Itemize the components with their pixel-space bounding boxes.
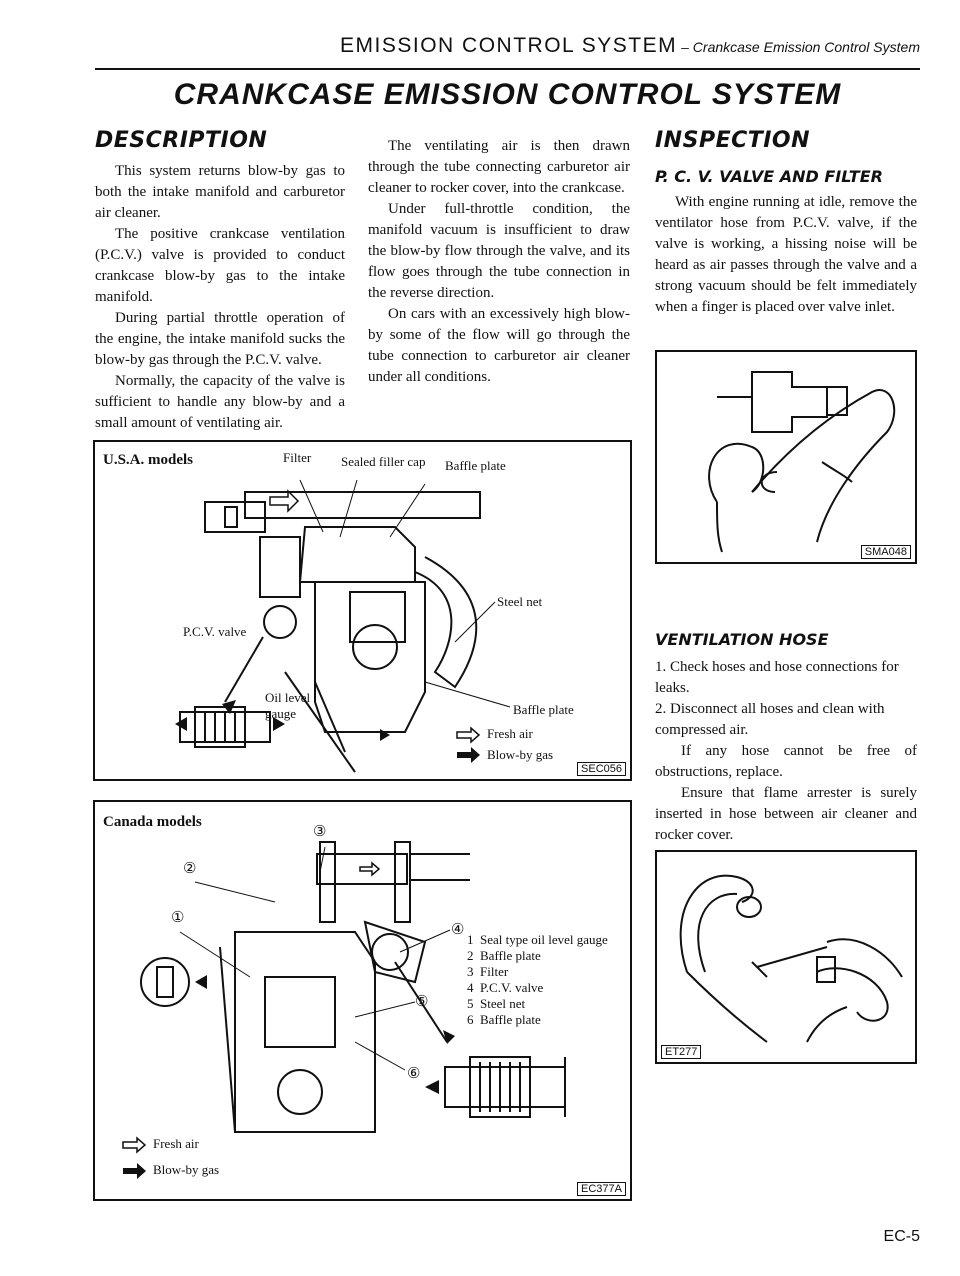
running-header: EMISSION CONTROL SYSTEM – Crankcase Emis… [95, 34, 920, 70]
description-paragraph: This system returns blow-by gas to both … [95, 163, 345, 221]
description-paragraph: Normally, the capacity of the valve is s… [95, 373, 345, 431]
header-main: EMISSION CONTROL SYSTEM [340, 34, 678, 57]
label-baffle-plate-top: Baffle plate [445, 458, 506, 473]
parts-list-item: 1 Seal type oil level gauge [467, 932, 608, 947]
label-pcv-valve: P.C.V. valve [183, 624, 247, 639]
usa-models-figure: U.S.A. models Filter Sealed filler cap B… [93, 440, 632, 781]
callout-4: ④ [451, 922, 465, 938]
callout-5: ⑤ [415, 994, 429, 1010]
header-sub: – Crankcase Emission Control System [681, 39, 920, 55]
description-paragraph: Under full-throttle condition, the manif… [368, 201, 630, 301]
figure-code: EC377A [577, 1182, 626, 1196]
parts-list: 1 Seal type oil level gauge 2 Baffle pla… [467, 932, 627, 1028]
pcv-valve-illustration [657, 352, 915, 562]
pcv-valve-figure: SMA048 [655, 350, 917, 564]
canada-models-figure: Canada models ② ① ③ ④ ⑤ ⑥ 1 Seal type oi… [93, 800, 632, 1201]
pcv-valve-text: With engine running at idle, remove the … [655, 194, 917, 315]
list-item: 2. Disconnect all hoses and clean with c… [655, 701, 885, 738]
pcv-valve-heading: P. C. V. VALVE AND FILTER [655, 167, 883, 186]
hose-cleaning-illustration [657, 852, 915, 1062]
legend-blow-by-gas: Blow-by gas [153, 1162, 220, 1177]
parts-list-item: 2 Baffle plate [467, 948, 541, 963]
parts-list-item: 4 P.C.V. valve [467, 980, 544, 995]
canada-engine-diagram [95, 802, 630, 1179]
label-steel-net: Steel net [497, 594, 543, 609]
parts-list-item: 3 Filter [467, 964, 509, 979]
legend-fresh-air: Fresh air [487, 726, 533, 741]
label-gauge: gauge [265, 706, 297, 721]
inspection-column: INSPECTION P. C. V. VALVE AND FILTER Wit… [655, 128, 917, 318]
callout-2: ② [183, 861, 197, 877]
figure-code: ET277 [661, 1045, 702, 1059]
inspection-heading: INSPECTION [655, 128, 811, 153]
page-number: EC-5 [883, 1228, 920, 1245]
page-title: CRANKCASE EMISSION CONTROL SYSTEM [173, 78, 842, 111]
usa-figure-title: U.S.A. models [103, 452, 194, 468]
ventilation-hose-section: VENTILATION HOSE 1. Check hoses and hose… [655, 630, 917, 846]
usa-engine-diagram [175, 442, 630, 779]
legend-blow-by-gas: Blow-by gas [487, 747, 554, 762]
description-paragraph: On cars with an excessively high blow-by… [368, 306, 630, 385]
callout-1: ① [171, 910, 185, 926]
hose-paragraph: Ensure that flame arrester is surely ins… [655, 785, 917, 843]
callout-3: ③ [313, 824, 327, 840]
hose-paragraph: If any hose cannot be free of obstructio… [655, 743, 917, 780]
description-column: DESCRIPTION This system returns blow-by … [95, 128, 345, 434]
description-column-2: The ventilating air is then drawn throug… [368, 136, 630, 388]
label-sealed-filler-cap: Sealed filler cap [341, 454, 426, 469]
description-paragraph: The positive crankcase ventilation (P.C.… [95, 226, 345, 305]
ventilation-hose-heading: VENTILATION HOSE [655, 630, 829, 649]
figure-code: SEC056 [577, 762, 626, 776]
description-paragraph: The ventilating air is then drawn throug… [368, 138, 630, 196]
list-item: 1. Check hoses and hose connections for … [655, 659, 899, 696]
parts-list-item: 6 Baffle plate [467, 1012, 541, 1027]
legend-fresh-air: Fresh air [153, 1136, 199, 1151]
label-oil-level: Oil level [265, 690, 311, 705]
label-filter: Filter [283, 450, 312, 465]
canada-figure-title: Canada models [103, 814, 202, 830]
ventilation-hose-figure: ET277 [655, 850, 917, 1064]
description-heading: DESCRIPTION [95, 128, 268, 153]
description-paragraph: During partial throttle operation of the… [95, 310, 345, 368]
callout-6: ⑥ [407, 1066, 421, 1082]
parts-list-item: 5 Steel net [467, 996, 526, 1011]
label-baffle-plate: Baffle plate [513, 702, 574, 717]
figure-code: SMA048 [860, 545, 911, 559]
